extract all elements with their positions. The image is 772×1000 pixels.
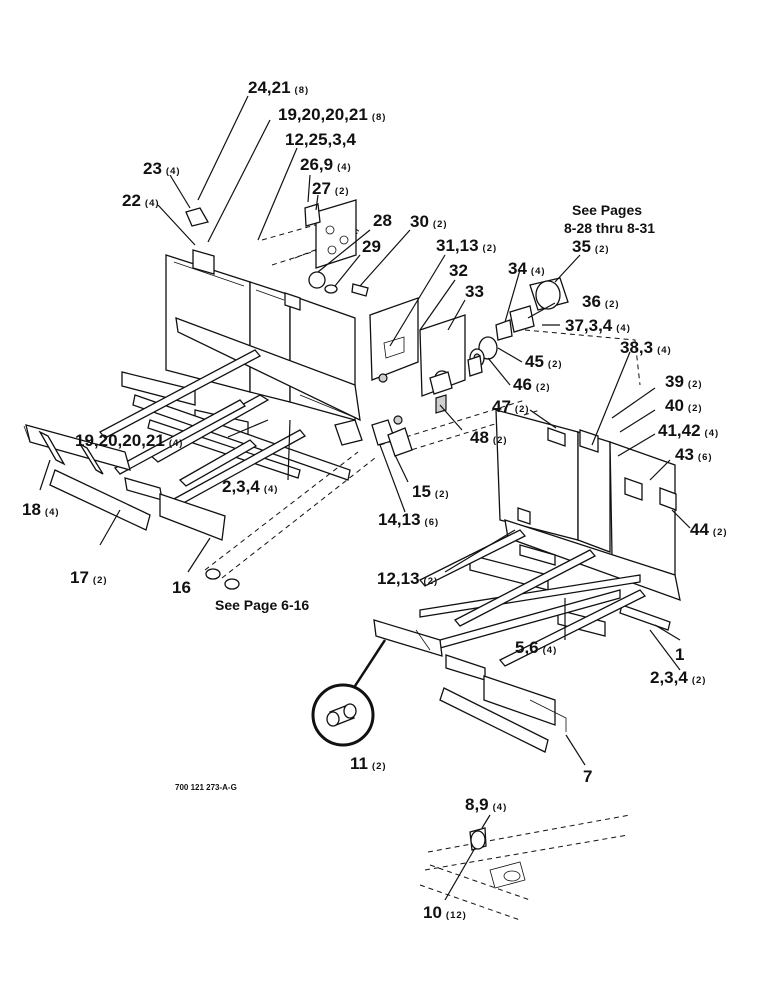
callout-c09: 30(2)	[410, 212, 448, 231]
callout-c05: 23(4)	[143, 159, 181, 178]
right-reel-bats	[418, 529, 647, 667]
callout-c17: 37,3,4(4)	[565, 316, 631, 335]
callout-c23: 47(2)	[492, 397, 530, 416]
callout-c07: 22(4)	[122, 191, 160, 210]
callout-c42: 10(12)	[423, 903, 467, 922]
left-reel-bats	[98, 349, 351, 507]
see-pages-note-line2: 8-28 thru 8-31	[564, 220, 655, 236]
callout-c40: 7	[583, 767, 592, 786]
callout-c10: 29	[362, 237, 381, 256]
callout-c12: 35(2)	[572, 237, 610, 256]
callout-c34: 17(2)	[70, 568, 108, 587]
callout-c18: 38,3(4)	[620, 338, 672, 357]
callout-c04: 26,9(4)	[300, 155, 352, 174]
callout-c39: 11(2)	[350, 754, 387, 773]
see-pages-note-line1: See Pages	[572, 202, 642, 218]
callout-c16: 36(2)	[582, 292, 620, 311]
callout-c11: 31,13(2)	[436, 236, 497, 255]
left-header-assembly	[165, 199, 466, 425]
callout-c20: 46(2)	[513, 375, 551, 394]
callout-c06: 27(2)	[312, 179, 350, 198]
drive-components	[467, 277, 641, 386]
callout-c26: 19,20,20,21(4)	[75, 431, 183, 450]
callout-c30: 14,13(6)	[378, 510, 439, 529]
callout-c02: 19,20,20,21(8)	[278, 105, 386, 124]
drive-shaft	[204, 371, 541, 590]
leader-lines	[39, 95, 691, 901]
callout-c24: 41,42(4)	[658, 421, 719, 440]
callout-labels: 24,21(8) 19,20,20,21(8) 12,25,3,4 26,9(4…	[22, 78, 728, 922]
callout-c32: 44(2)	[690, 520, 728, 539]
callout-c38: 2,3,4(2)	[650, 668, 706, 687]
callout-c37: 5,6(4)	[515, 638, 557, 657]
callout-c14: 34(4)	[508, 259, 546, 278]
callout-c08: 28	[373, 211, 392, 230]
callout-c13: 32	[449, 261, 468, 280]
detail-circle-11	[311, 639, 387, 747]
see-page-6-16-note: See Page 6-16	[215, 597, 309, 613]
callout-c27: 43(6)	[675, 445, 713, 464]
right-bat-assembly	[373, 619, 567, 753]
callout-c33: 12,13(2)	[377, 569, 438, 588]
callout-c31: 18(4)	[22, 500, 60, 519]
callout-c21: 39(2)	[665, 372, 703, 391]
callout-c01: 24,21(8)	[248, 78, 309, 97]
right-header-assembly	[495, 409, 681, 631]
callout-c41: 8,9(4)	[465, 795, 507, 814]
callout-c03: 12,25,3,4	[285, 130, 356, 149]
callout-c35: 16	[172, 578, 191, 597]
callout-c22: 40(2)	[665, 396, 703, 415]
callout-c25: 48(2)	[470, 428, 508, 447]
callout-c36: 1	[675, 645, 684, 664]
callout-c29: 2,3,4(4)	[222, 477, 278, 496]
callout-c19: 45(2)	[525, 352, 563, 371]
drawing-number: 700 121 273-A-G	[175, 783, 237, 792]
callout-c28: 15(2)	[412, 482, 450, 501]
callout-c15: 33	[465, 282, 484, 301]
detail-bottom	[419, 814, 631, 921]
left-bat-assembly	[23, 424, 226, 541]
